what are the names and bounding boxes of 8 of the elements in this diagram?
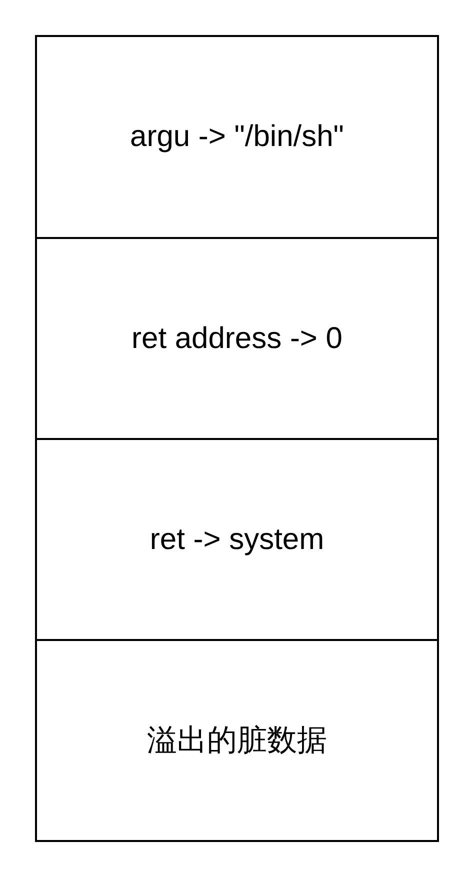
cell-label: argu -> "/bin/sh" (130, 120, 344, 154)
cell-label: 溢出的脏数据 (147, 723, 327, 759)
stack-cell (35, 639, 439, 842)
cell-label: ret address -> 0 (132, 322, 342, 356)
cell-label: ret -> system (150, 523, 324, 557)
stack-cell (35, 35, 439, 239)
stack-cell (35, 438, 439, 642)
stack-cell (35, 237, 439, 441)
